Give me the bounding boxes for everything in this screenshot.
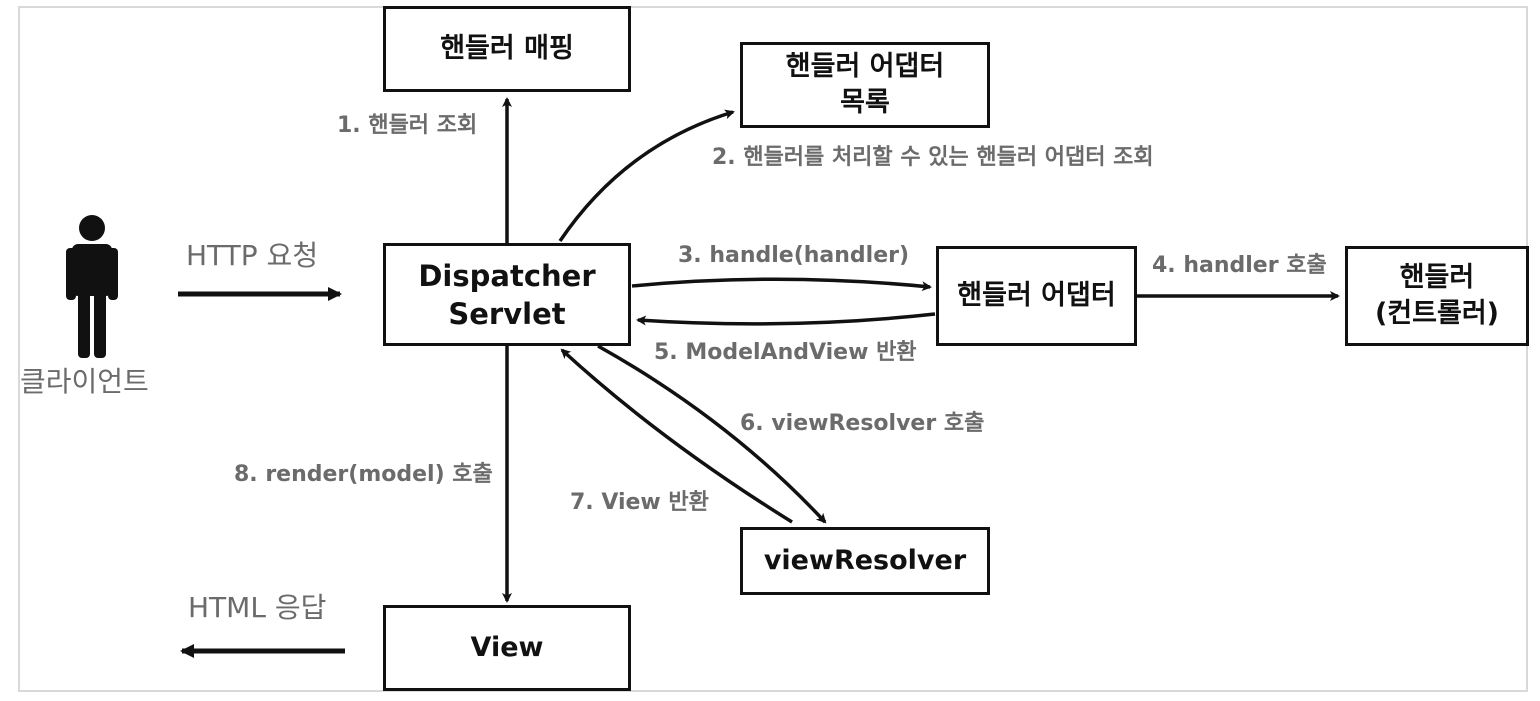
step3-arrow bbox=[631, 277, 932, 292]
dispatcher-servlet-label: Dispatcher Servlet bbox=[418, 258, 596, 331]
step8-label: 8. render(model) 호출 bbox=[234, 462, 493, 487]
html-response-label: HTML 응답 bbox=[188, 591, 327, 624]
handler-mapping-label: 핸들러 매핑 bbox=[440, 33, 574, 64]
step5-label: 5. ModelAndView 반환 bbox=[654, 340, 917, 365]
handler-adapter-list-label: 핸들러 어댑터 목록 bbox=[785, 51, 945, 118]
step4-label: 4. handler 호출 bbox=[1152, 253, 1327, 278]
step3-label: 3. handle(handler) bbox=[678, 243, 910, 268]
step7-label: 7. View 반환 bbox=[570, 490, 709, 515]
http-request-label: HTTP 요청 bbox=[186, 239, 319, 272]
view-box: View bbox=[383, 605, 631, 691]
handler-box: 핸들러 (컨트롤러) bbox=[1345, 246, 1529, 346]
step6-label: 6. viewResolver 호출 bbox=[740, 411, 985, 436]
diagram-frame bbox=[18, 6, 1528, 692]
step2-label: 2. 핸들러를 처리할 수 있는 핸들러 어댑터 조회 bbox=[712, 145, 1154, 170]
step2-arrow bbox=[558, 109, 735, 242]
client-person-icon bbox=[66, 215, 118, 358]
step5-arrow bbox=[636, 312, 936, 326]
handler-label: 핸들러 (컨트롤러) bbox=[1374, 262, 1500, 329]
step6-arrow bbox=[597, 344, 827, 524]
step7-arrow bbox=[560, 348, 793, 524]
client-label: 클라이언트 bbox=[20, 365, 149, 398]
handler-adapter-list-box: 핸들러 어댑터 목록 bbox=[740, 42, 990, 128]
handler-mapping-box: 핸들러 매핑 bbox=[383, 6, 631, 92]
handler-adapter-box: 핸들러 어댑터 bbox=[936, 246, 1137, 346]
view-resolver-label: viewResolver bbox=[763, 545, 967, 576]
view-resolver-box: viewResolver bbox=[740, 527, 990, 595]
handler-adapter-label: 핸들러 어댑터 bbox=[957, 280, 1116, 311]
view-label: View bbox=[470, 632, 544, 663]
dispatcher-servlet-box: Dispatcher Servlet bbox=[383, 243, 631, 346]
step1-label: 1. 핸들러 조회 bbox=[337, 113, 478, 138]
